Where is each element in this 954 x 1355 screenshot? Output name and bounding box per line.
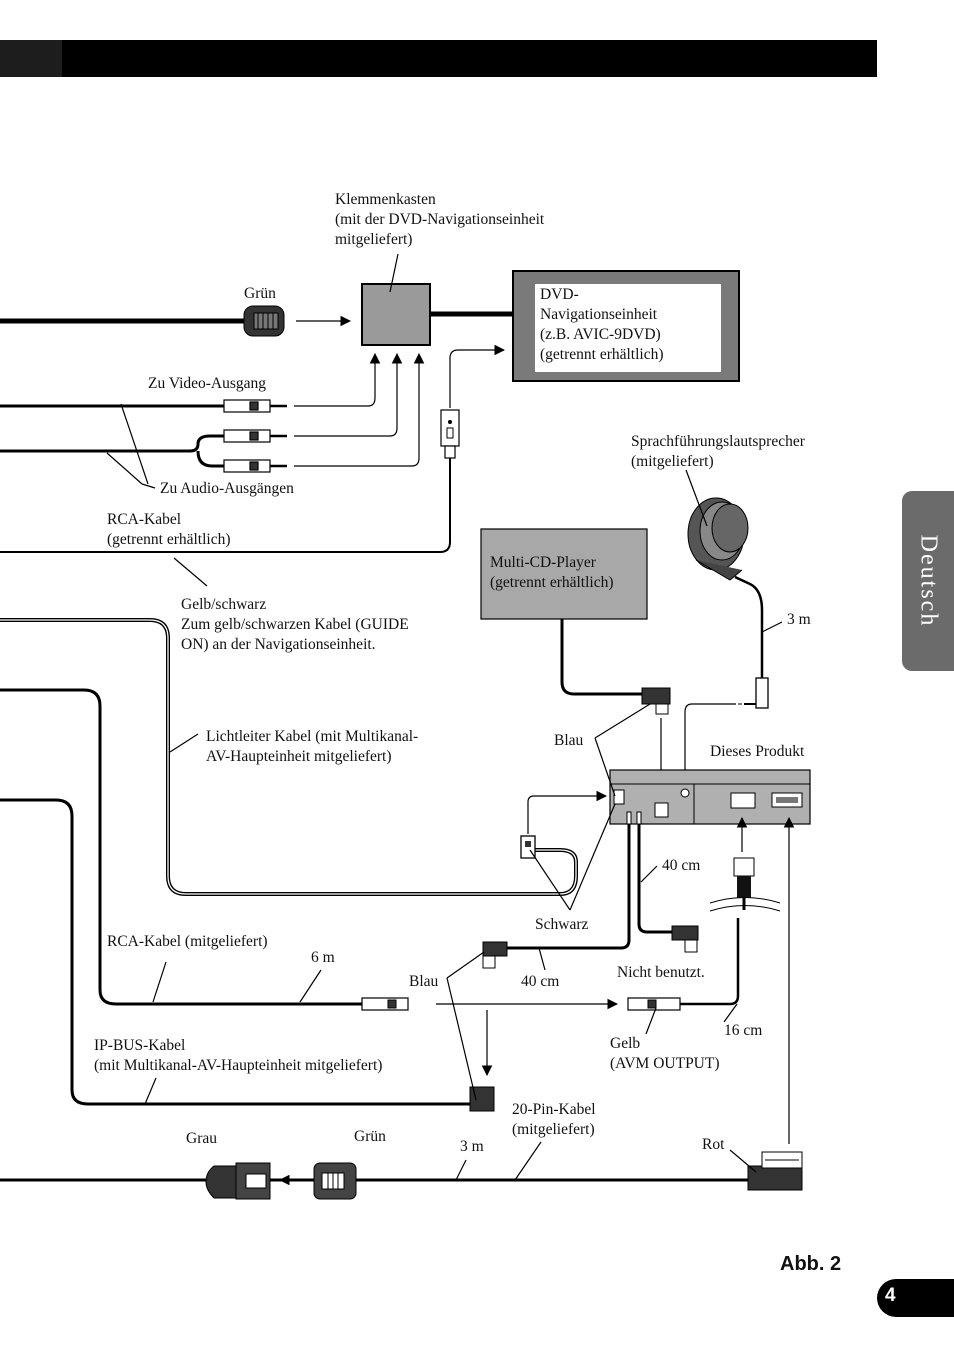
label-video-out: Zu Video-Ausgang bbox=[148, 375, 267, 392]
leader-speaker bbox=[685, 469, 708, 527]
leader-optical bbox=[169, 733, 199, 753]
leader-avm bbox=[645, 1007, 657, 1035]
avm-cable bbox=[680, 857, 781, 1006]
page-number-badge: 4 bbox=[877, 1279, 954, 1317]
rca-supplied-cable bbox=[0, 688, 362, 1006]
avm-plug bbox=[627, 997, 681, 1011]
arrow-optical-to-product bbox=[527, 790, 608, 834]
label-40cm-a: 40 cm bbox=[662, 857, 701, 874]
label-speaker: Sprachführungslautsprecher (mitgeliefert… bbox=[631, 433, 805, 470]
leader-pin20 bbox=[514, 1141, 542, 1181]
label-audio-out: Zu Audio-Ausgängen bbox=[160, 480, 294, 497]
leader-yellow-black bbox=[173, 557, 208, 587]
speaker-cable bbox=[734, 575, 764, 678]
label-rca-supplied: RCA-Kabel (mitgeliefert) bbox=[107, 933, 268, 950]
label-blau-upper: Blau bbox=[554, 732, 584, 749]
label-pin20: 20-Pin-Kabel (mitgeliefert) bbox=[512, 1101, 596, 1138]
header-bar bbox=[0, 40, 877, 77]
leader-blau-upper-1 bbox=[594, 703, 651, 739]
label-gruen-bottom: Grün bbox=[354, 1128, 386, 1145]
language-tab: Deutsch bbox=[902, 491, 954, 671]
label-optical: Lichtleiter Kabel (mit Multikanal- AV-Ha… bbox=[206, 728, 419, 765]
page-number: 4 bbox=[885, 1285, 896, 1306]
speaker bbox=[687, 497, 749, 581]
multi-cd-player bbox=[480, 528, 648, 620]
label-gelb-avm: Gelb (AVM OUTPUT) bbox=[610, 1035, 720, 1072]
multi-cd-cable bbox=[560, 619, 645, 696]
leader-6m bbox=[299, 969, 322, 1003]
black-40cm-cable bbox=[637, 824, 672, 934]
label-ipbus: IP-BUS-Kabel (mit Multikanal-AV-Hauptein… bbox=[94, 1037, 383, 1074]
yellow-black-connector bbox=[440, 409, 460, 459]
label-3m-bottom: 3 m bbox=[460, 1138, 484, 1155]
label-grau: Grau bbox=[186, 1130, 217, 1147]
leader-schwarz-2 bbox=[569, 803, 616, 911]
leader-40cm-b bbox=[538, 947, 546, 971]
green-connector-top bbox=[243, 305, 285, 337]
not-used-connector bbox=[671, 925, 699, 953]
leader-40cm-a bbox=[640, 865, 658, 883]
leader-3m-speaker bbox=[761, 621, 783, 633]
label-klemmenkasten: Klemmenkasten (mit der DVD-Navigationsei… bbox=[335, 191, 545, 248]
leaders-rca bbox=[106, 403, 156, 489]
leader-ipbus bbox=[144, 1077, 157, 1105]
arrows-rca-to-box bbox=[294, 352, 425, 467]
leader-blau-upper-2 bbox=[594, 737, 616, 797]
label-dvd-nav: DVD- Navigationseinheit (z.B. AVIC-9DVD)… bbox=[540, 286, 664, 363]
leader-schwarz-1 bbox=[529, 849, 571, 911]
label-6m: 6 m bbox=[311, 949, 335, 966]
label-multi-cd: Multi-CD-Player (getrennt erhältlich) bbox=[490, 554, 614, 591]
leader-rca-supplied bbox=[152, 961, 167, 1003]
this-product bbox=[609, 769, 811, 825]
label-3m-speaker: 3 m bbox=[787, 611, 811, 628]
speaker-jack bbox=[738, 677, 769, 709]
leader-rot bbox=[729, 1149, 757, 1173]
klemmenkasten-leader bbox=[389, 253, 399, 293]
arrow-speaker-to-product bbox=[679, 703, 736, 786]
rca-supplied-plug bbox=[361, 997, 409, 1011]
language-tab-label: Deutsch bbox=[915, 534, 942, 628]
multi-cd-plug bbox=[641, 687, 671, 715]
label-not-used: Nicht benutzt. bbox=[617, 964, 705, 981]
junction-box bbox=[361, 283, 431, 346]
red-connector bbox=[747, 1151, 803, 1191]
label-gruen-top: Grün bbox=[244, 285, 276, 302]
header-tab bbox=[0, 40, 62, 77]
optical-cable-inner bbox=[0, 619, 577, 895]
label-this-product: Dieses Produkt bbox=[710, 743, 805, 760]
label-schwarz: Schwarz bbox=[535, 916, 589, 933]
label-40cm-b: 40 cm bbox=[521, 973, 560, 990]
label-blau-lower: Blau bbox=[409, 973, 439, 990]
label-16cm: 16 cm bbox=[724, 1022, 763, 1039]
leader-blau-lower-2 bbox=[446, 977, 477, 1101]
green-connector-bottom bbox=[313, 1162, 357, 1200]
leader-16cm bbox=[723, 1003, 738, 1023]
ipbus-cable bbox=[0, 798, 470, 1106]
arrow-yellow-black-to-dvd bbox=[449, 344, 506, 408]
label-rot: Rot bbox=[702, 1136, 725, 1153]
label-rca-separate: RCA-Kabel (getrennt erhältlich) bbox=[107, 511, 231, 548]
grey-connector bbox=[205, 1162, 271, 1200]
leader-3m-bottom bbox=[455, 1159, 467, 1181]
rca-cables-left bbox=[0, 404, 225, 468]
dvd-navigation-unit bbox=[512, 270, 740, 382]
rca-plugs bbox=[223, 399, 287, 473]
label-yellow-black: Gelb/schwarz Zum gelb/schwarzen Kabel (G… bbox=[181, 596, 409, 653]
yellow-black-cable bbox=[0, 458, 451, 553]
figure-label: Abb. 2 bbox=[780, 1253, 842, 1275]
leader-blau-lower-1 bbox=[446, 951, 485, 979]
blue-40cm-cable bbox=[505, 824, 631, 950]
blue-connector bbox=[482, 941, 508, 969]
